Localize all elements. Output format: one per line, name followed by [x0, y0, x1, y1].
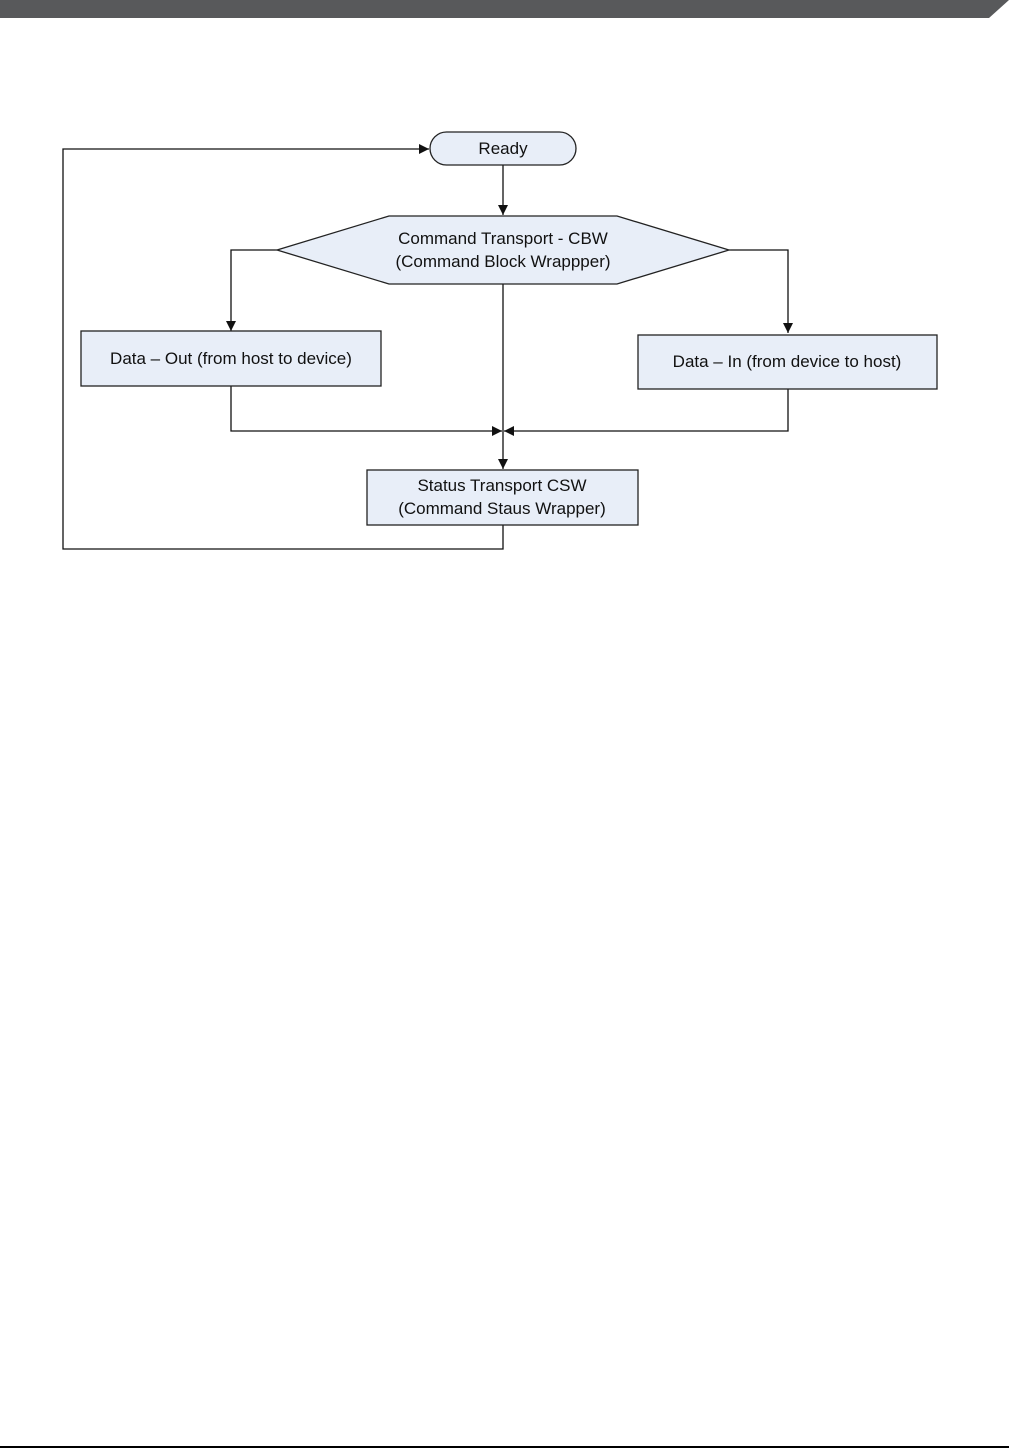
footer-rule — [0, 1446, 1009, 1448]
data-out-label: Data – Out (from host to device) — [110, 349, 352, 368]
connector-command-to-data-in — [729, 249, 793, 333]
ready-node: Ready — [429, 131, 577, 166]
ready-label: Ready — [478, 139, 528, 158]
status-transport-line1: Status Transport CSW — [417, 476, 586, 495]
connector-data-out-to-status — [230, 386, 502, 436]
command-transport-line2: (Command Block Wrappper) — [395, 252, 610, 271]
header-bar — [0, 0, 1009, 18]
connectors — [62, 144, 793, 550]
status-transport-line2: (Command Staus Wrapper) — [398, 499, 606, 518]
command-transport-node: Command Transport - CBW (Command Block W… — [274, 215, 732, 285]
connector-status-to-ready — [62, 144, 504, 550]
flowchart: Ready Command Transport - CBW (Command B… — [62, 131, 938, 550]
data-in-label: Data – In (from device to host) — [673, 352, 902, 371]
data-in-node: Data – In (from device to host) — [637, 334, 938, 390]
data-out-node: Data – Out (from host to device) — [80, 330, 382, 387]
connector-data-in-to-status — [504, 389, 789, 436]
connector-command-to-data-out — [226, 249, 277, 331]
command-transport-line1: Command Transport - CBW — [398, 229, 608, 248]
status-transport-node: Status Transport CSW (Command Staus Wrap… — [366, 469, 639, 526]
